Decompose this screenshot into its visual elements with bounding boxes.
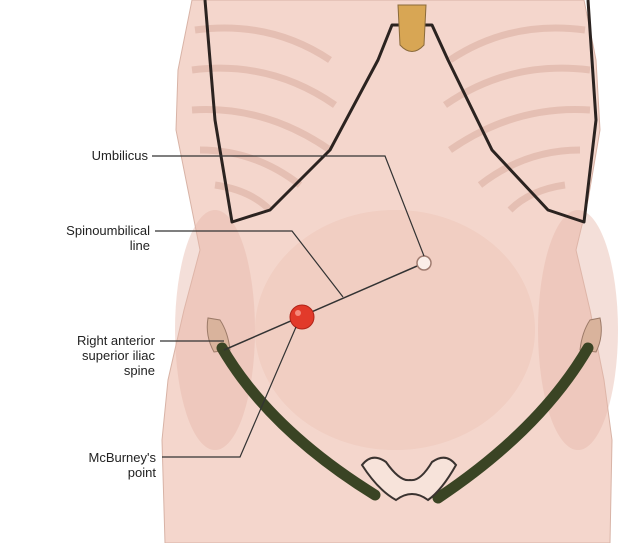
mcburneys-point-highlight (295, 310, 301, 316)
label-mcburneys-point: McBurney's point (20, 450, 156, 480)
label-right-asis-3: spine (5, 363, 155, 378)
xiphoid-process (398, 5, 426, 52)
right-flank-shade (538, 210, 618, 450)
label-right-asis: Right anterior superior iliac spine (5, 333, 155, 378)
abdomen-shade (255, 210, 535, 450)
label-spinoumbilical-line-1: Spinoumbilical (10, 223, 150, 238)
label-mcburneys-point-2: point (20, 465, 156, 480)
label-umbilicus: Umbilicus (20, 148, 148, 163)
umbilicus-marker (417, 256, 431, 270)
label-mcburneys-point-1: McBurney's (20, 450, 156, 465)
label-spinoumbilical-line: Spinoumbilical line (10, 223, 150, 253)
label-right-asis-2: superior iliac (5, 348, 155, 363)
mcburneys-point-marker (290, 305, 314, 329)
label-right-asis-1: Right anterior (5, 333, 155, 348)
label-spinoumbilical-line-2: line (10, 238, 150, 253)
